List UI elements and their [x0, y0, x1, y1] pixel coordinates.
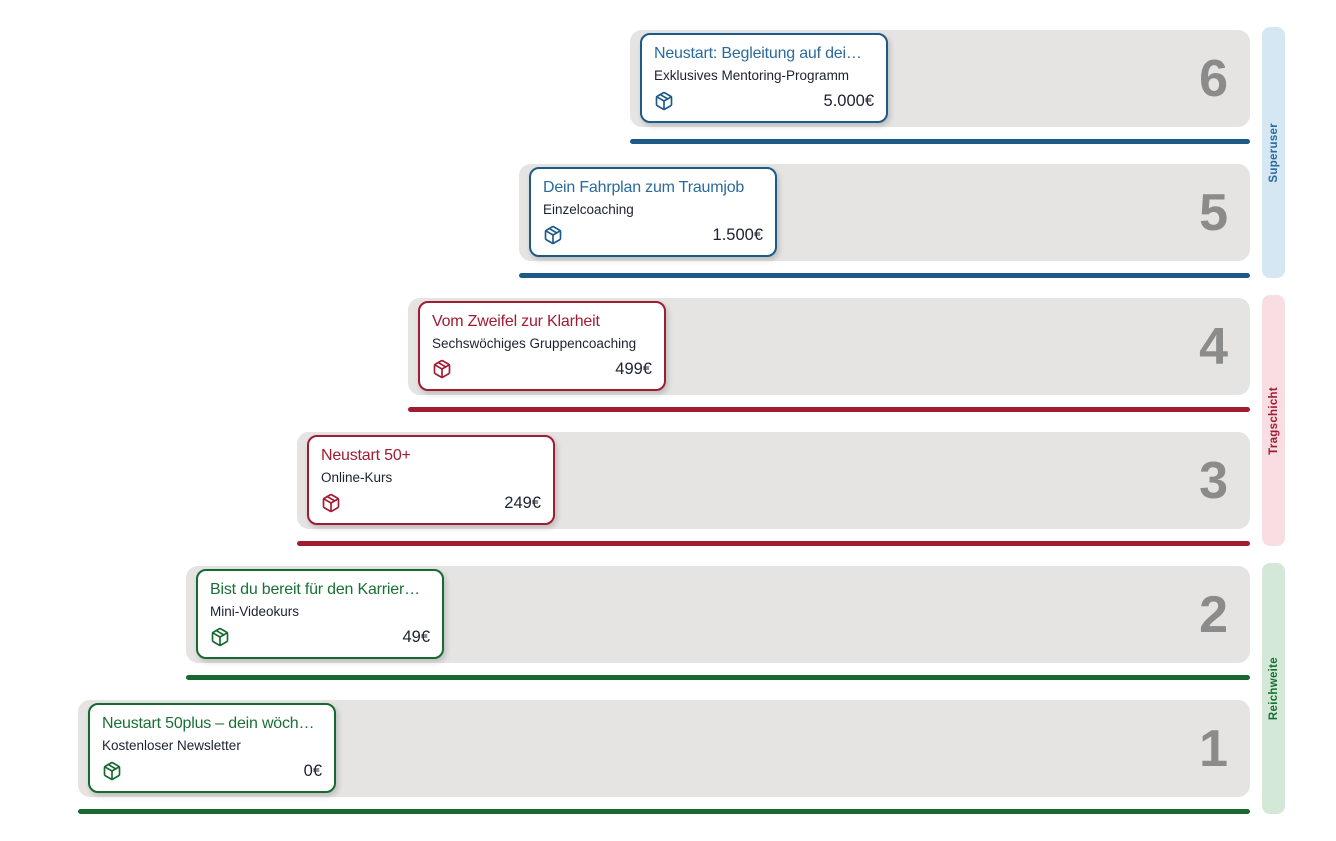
- ladder-step-2: 2 Bist du bereit für den Karrier… Mini-V…: [186, 566, 1250, 680]
- ladder-step-6: 6 Neustart: Begleitung auf dei… Exklusiv…: [630, 30, 1250, 144]
- tier-strip-label: Reichweite: [1267, 656, 1280, 721]
- product-card[interactable]: Neustart: Begleitung auf dei… Exklusives…: [640, 33, 888, 123]
- step-underline: [297, 541, 1250, 546]
- tier-strip-label: Superuser: [1267, 122, 1280, 183]
- product-subtitle: Online-Kurs: [321, 470, 393, 485]
- product-price: 49€: [402, 627, 430, 646]
- step-underline: [186, 675, 1250, 680]
- product-price: 0€: [303, 761, 322, 780]
- product-card[interactable]: Vom Zweifel zur Klarheit Sechswöchiges G…: [418, 301, 666, 391]
- step-underline: [519, 273, 1250, 278]
- package-icon: [543, 225, 563, 245]
- product-subtitle: Kostenloser Newsletter: [102, 738, 241, 753]
- ladder-step-3: 3 Neustart 50+ Online-Kurs 249€: [297, 432, 1250, 546]
- product-title: Neustart 50+: [321, 447, 411, 464]
- product-price: 499€: [615, 359, 652, 378]
- package-icon: [432, 359, 452, 379]
- product-title: Neustart 50plus – dein wöch…: [102, 715, 315, 732]
- package-icon: [321, 493, 341, 513]
- step-number: 2: [1199, 585, 1228, 644]
- product-price: 249€: [504, 493, 541, 512]
- step-underline: [630, 139, 1250, 144]
- step-number: 3: [1199, 451, 1228, 510]
- ladder-step-1: 1 Neustart 50plus – dein wöch… Kostenlos…: [78, 700, 1250, 814]
- product-subtitle: Einzelcoaching: [543, 202, 634, 217]
- product-title: Bist du bereit für den Karrier…: [210, 581, 420, 598]
- product-card[interactable]: Bist du bereit für den Karrier… Mini-Vid…: [196, 569, 444, 659]
- product-subtitle: Sechswöchiges Gruppencoaching: [432, 336, 637, 351]
- product-title: Dein Fahrplan zum Traumjob: [543, 179, 745, 196]
- product-card[interactable]: Neustart 50plus – dein wöch… Kostenloser…: [88, 703, 336, 793]
- tier-strip-superuser: Superuser: [1262, 27, 1285, 278]
- step-underline: [408, 407, 1250, 412]
- package-icon: [102, 761, 122, 781]
- product-card[interactable]: Dein Fahrplan zum Traumjob Einzelcoachin…: [529, 167, 777, 257]
- product-title: Vom Zweifel zur Klarheit: [432, 313, 600, 330]
- tier-strip-reichweite: Reichweite: [1262, 563, 1285, 814]
- product-price: 5.000€: [823, 91, 874, 110]
- product-subtitle: Mini-Videokurs: [210, 604, 300, 619]
- step-number: 4: [1199, 317, 1228, 376]
- step-number: 1: [1199, 719, 1228, 778]
- product-title: Neustart: Begleitung auf dei…: [654, 45, 862, 62]
- ladder-step-5: 5 Dein Fahrplan zum Traumjob Einzelcoach…: [519, 164, 1250, 278]
- product-card[interactable]: Neustart 50+ Online-Kurs 249€: [307, 435, 555, 525]
- product-subtitle: Exklusives Mentoring-Programm: [654, 68, 850, 83]
- product-price: 1.500€: [712, 225, 763, 244]
- package-icon: [210, 627, 230, 647]
- tier-strip-label: Tragschicht: [1267, 386, 1280, 455]
- step-number: 5: [1199, 183, 1228, 242]
- ladder-step-4: 4 Vom Zweifel zur Klarheit Sechswöchiges…: [408, 298, 1250, 412]
- step-number: 6: [1199, 49, 1228, 108]
- tier-strip-tragschicht: Tragschicht: [1262, 295, 1285, 546]
- step-underline: [78, 809, 1250, 814]
- package-icon: [654, 91, 674, 111]
